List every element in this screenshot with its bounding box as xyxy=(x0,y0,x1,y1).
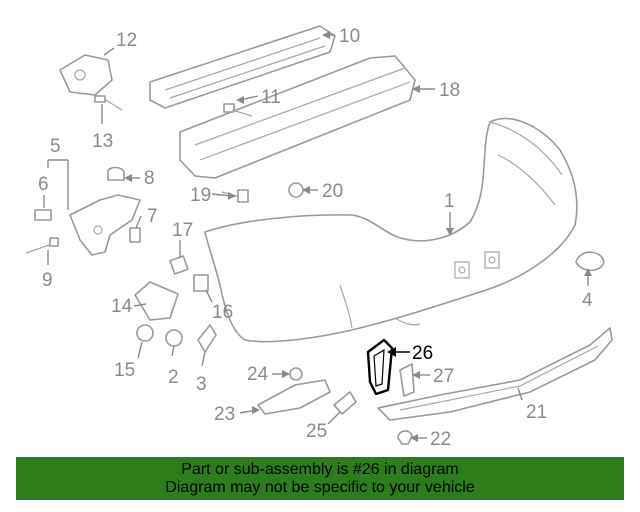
part-8-clip[interactable] xyxy=(107,166,125,181)
callout-labels: 1 2 3 4 5 6 7 8 9 10 11 12 13 14 15 16 1… xyxy=(38,26,593,450)
part-18-impact-bar[interactable] xyxy=(179,55,416,179)
part-17-pad[interactable] xyxy=(169,255,189,275)
banner-line-2: Diagram may not be specific to your vehi… xyxy=(165,479,475,496)
callout-10[interactable]: 10 xyxy=(339,26,360,47)
callout-16[interactable]: 16 xyxy=(212,302,233,323)
callout-5[interactable]: 5 xyxy=(50,136,61,157)
callout-24[interactable]: 24 xyxy=(247,364,269,385)
callout-11[interactable]: 11 xyxy=(261,87,281,108)
callout-3[interactable]: 3 xyxy=(196,374,207,395)
part-11-bolt[interactable] xyxy=(223,103,253,117)
part-20-nut[interactable] xyxy=(288,182,304,198)
part-22-clip[interactable] xyxy=(397,430,413,445)
part-1-bumper-cover[interactable] xyxy=(204,117,578,343)
part-14-bracket[interactable] xyxy=(134,281,179,321)
part-5-side-bracket[interactable] xyxy=(69,194,141,256)
callout-23[interactable]: 23 xyxy=(214,404,235,425)
callout-20[interactable]: 20 xyxy=(322,181,343,202)
leader-lines xyxy=(43,31,592,442)
part-10-energy-absorber[interactable] xyxy=(149,25,336,109)
callout-26-highlighted[interactable]: 26 xyxy=(412,343,433,364)
callout-18[interactable]: 18 xyxy=(439,80,460,101)
callout-8[interactable]: 8 xyxy=(144,168,155,189)
callout-6[interactable]: 6 xyxy=(38,174,49,195)
callout-7[interactable]: 7 xyxy=(147,206,158,227)
part-9-bolt[interactable] xyxy=(25,237,59,254)
info-banner: Part or sub-assembly is #26 in diagram D… xyxy=(16,457,624,500)
callout-9[interactable]: 9 xyxy=(42,270,53,291)
part-26-bracket-highlighted[interactable] xyxy=(366,338,394,396)
part-23-reflector[interactable] xyxy=(257,379,331,415)
part-7-fastener[interactable] xyxy=(129,227,141,243)
part-16-clip[interactable] xyxy=(193,274,209,292)
part-13-bolt[interactable] xyxy=(94,95,123,111)
callout-27[interactable]: 27 xyxy=(433,366,454,387)
callout-17[interactable]: 17 xyxy=(172,220,193,241)
callout-14[interactable]: 14 xyxy=(111,296,133,317)
callout-12[interactable]: 12 xyxy=(116,30,137,51)
banner-line-1: Part or sub-assembly is #26 in diagram xyxy=(181,461,459,478)
part-4-cover[interactable] xyxy=(575,251,605,272)
callout-13[interactable]: 13 xyxy=(92,131,113,152)
callout-22[interactable]: 22 xyxy=(430,429,451,450)
part-6-clip[interactable] xyxy=(34,209,52,221)
callout-4[interactable]: 4 xyxy=(582,290,593,311)
callout-2[interactable]: 2 xyxy=(168,367,179,388)
part-24-clip[interactable] xyxy=(289,367,303,381)
callout-21[interactable]: 21 xyxy=(526,402,547,423)
part-21-lower-valance[interactable] xyxy=(377,327,613,421)
parts-diagram: 1 2 3 4 5 6 7 8 9 10 11 12 13 14 15 16 1… xyxy=(25,25,613,450)
part-2-grommet[interactable] xyxy=(165,329,183,347)
callout-1[interactable]: 1 xyxy=(444,191,455,212)
part-27-bracket[interactable] xyxy=(399,363,415,397)
part-15-grommet[interactable] xyxy=(136,324,154,342)
part-12-bracket[interactable] xyxy=(59,54,113,96)
part-25-bracket[interactable] xyxy=(333,391,357,415)
callout-25[interactable]: 25 xyxy=(306,421,327,442)
callout-19[interactable]: 19 xyxy=(190,185,211,206)
part-3-clip[interactable] xyxy=(197,324,217,353)
callout-15[interactable]: 15 xyxy=(114,360,135,381)
